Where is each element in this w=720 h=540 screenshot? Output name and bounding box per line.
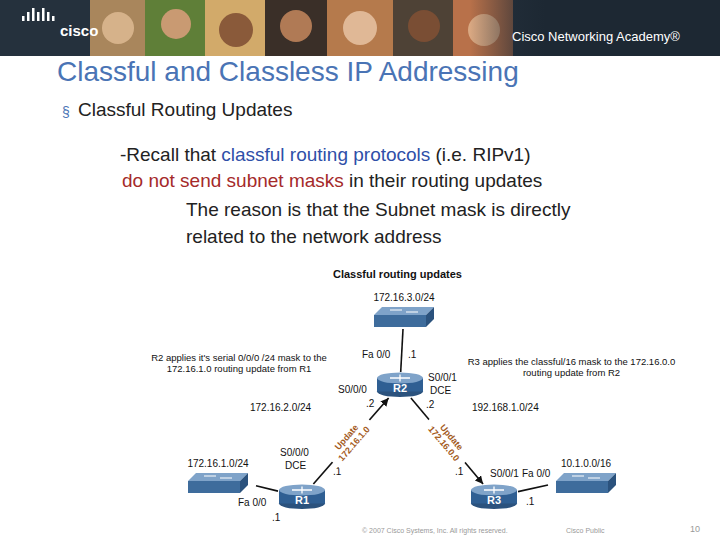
router-node: R3 xyxy=(470,484,518,510)
body-line: do not send subnet masksin their routing… xyxy=(122,170,542,193)
router-node: R1 xyxy=(278,484,326,510)
switch-icon-holder xyxy=(366,305,442,329)
interface-label: Fa 0/0 xyxy=(522,468,550,480)
network-address: 192.168.1.0/24 xyxy=(472,402,539,414)
cisco-logo-bars xyxy=(22,8,55,21)
bullet-text: Classful Routing Updates xyxy=(78,99,292,122)
interface-label: Fa 0/0 xyxy=(238,497,266,509)
switch-icon xyxy=(556,471,616,495)
dce-label: DCE xyxy=(285,460,306,472)
header-banner xyxy=(0,0,720,56)
serial-link xyxy=(518,485,548,492)
body-text: in their routing updates xyxy=(349,170,542,191)
logo-text: cisco xyxy=(60,22,98,40)
update-label: Update 172.16.0.0 xyxy=(421,413,474,470)
network-address: 172.16.2.0/24 xyxy=(250,402,311,414)
callout-note: R3 applies the classful/16 mask to the 1… xyxy=(464,356,679,379)
interface-label: S0/0/0 xyxy=(338,384,367,396)
dce-label: DCE xyxy=(430,385,451,397)
host-address: .1 xyxy=(408,349,416,361)
switch-icon-holder xyxy=(548,471,624,495)
interface-label: S0/0/0 xyxy=(280,447,309,459)
switch-node: 172.16.3.0/24 xyxy=(366,292,442,329)
router-node: R2 xyxy=(376,372,424,398)
host-address: .2 xyxy=(366,398,374,410)
footer-label: Cisco Public xyxy=(566,527,605,535)
footer-copyright: © 2007 Cisco Systems, Inc. All rights re… xyxy=(362,527,508,535)
switch-icon xyxy=(188,471,248,495)
body-text: The reason is that the Subnet mask is di… xyxy=(186,196,631,250)
callout-note: R2 applies it's serial 0/0/0 /24 mask to… xyxy=(128,352,350,375)
diagram-caption: Classful routing updates xyxy=(333,268,462,281)
update-label: Update 172.16.1.0 xyxy=(324,413,377,469)
serial-link xyxy=(401,329,403,372)
switch-icon-holder xyxy=(180,471,256,495)
body-text: do not send subnet masks xyxy=(122,170,344,191)
page-number: 10 xyxy=(690,524,700,535)
host-address: .2 xyxy=(426,399,434,411)
router-name: R1 xyxy=(278,484,326,507)
router-name: R2 xyxy=(376,372,424,395)
interface-label: S0/0/1 xyxy=(490,468,519,480)
interface-label: S0/0/1 xyxy=(428,372,457,384)
switch-icon xyxy=(374,305,434,329)
body-line: -Recall thatclassful routing protocols(i… xyxy=(120,144,531,167)
interface-label: Fa 0/0 xyxy=(362,349,390,361)
body-text: (i.e. RIPv1) xyxy=(435,144,530,165)
network-address: 172.16.1.0/24 xyxy=(180,458,256,470)
body-text: classful routing protocols xyxy=(221,144,430,165)
switch-node: 172.16.1.0/24 xyxy=(180,458,256,495)
switch-node: 10.1.0.0/16 xyxy=(548,458,624,495)
serial-link xyxy=(313,398,388,484)
banner-photos xyxy=(90,0,720,56)
banner-ground xyxy=(0,0,720,56)
network-address: 172.16.3.0/24 xyxy=(366,292,442,304)
network-address: 10.1.0.0/16 xyxy=(548,458,624,470)
academy-name: Cisco Networking Academy® xyxy=(512,29,680,45)
body-text: -Recall that xyxy=(120,144,216,165)
router-name: R3 xyxy=(470,484,518,507)
serial-link xyxy=(256,486,278,491)
host-address: .1 xyxy=(526,496,534,508)
slide-title: Classful and Classless IP Addressing xyxy=(57,55,519,89)
bullet-mark: § xyxy=(62,104,70,121)
host-address: .1 xyxy=(272,512,280,524)
